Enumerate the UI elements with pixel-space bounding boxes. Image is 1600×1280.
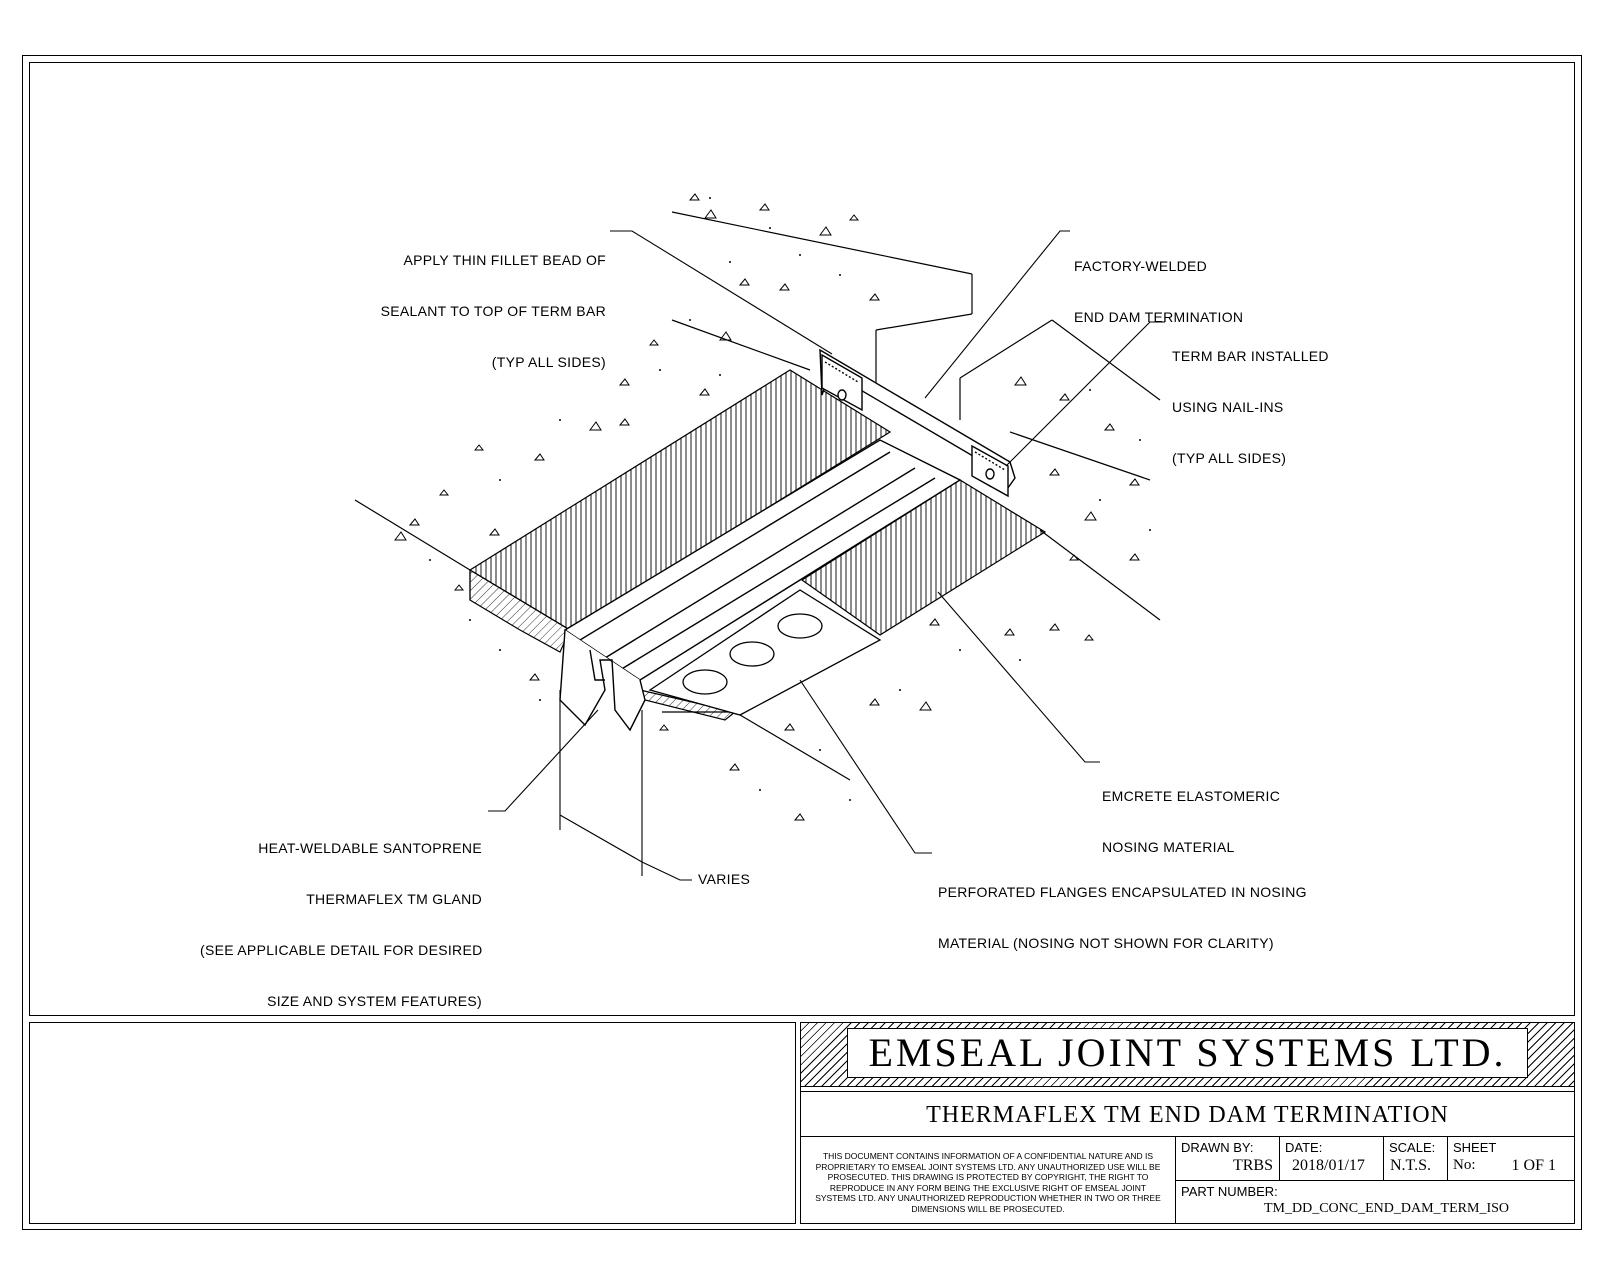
varies-callout: VARIES — [698, 871, 751, 887]
varies-dimension — [559, 690, 692, 881]
part-number-label: PART NUMBER: — [1181, 1184, 1278, 1199]
term-bar-callout: TERM BAR INSTALLED USING NAIL-INS (TYP A… — [1172, 314, 1329, 484]
end-dam — [819, 348, 1016, 498]
callout-line: SIZE AND SYSTEM FEATURES) — [267, 993, 482, 1009]
perforated-flange — [648, 589, 882, 716]
callout-line: (TYP ALL SIDES) — [491, 354, 606, 370]
drawing-title: THERMAFLEX TM END DAM TERMINATION — [801, 1091, 1574, 1137]
drawn-by-cell: DRAWN BY: TRBS — [1176, 1137, 1280, 1181]
company-name: EMSEAL JOINT SYSTEMS LTD. — [847, 1028, 1528, 1078]
drawn-by-label: DRAWN BY: — [1181, 1140, 1254, 1155]
company-band: EMSEAL JOINT SYSTEMS LTD. — [801, 1023, 1574, 1087]
callout-line: (TYP ALL SIDES) — [1172, 450, 1287, 466]
drawing-area-border — [29, 62, 1575, 1016]
scale-label: SCALE: — [1389, 1140, 1436, 1155]
title-block: EMSEAL JOINT SYSTEMS LTD. THERMAFLEX TM … — [800, 1022, 1575, 1224]
date-value: 2018/01/17 — [1292, 1157, 1365, 1174]
sheet-label: SHEET — [1453, 1140, 1497, 1155]
sheet-no-label: No: — [1453, 1157, 1476, 1173]
callout-line: APPLY THIN FILLET BEAD OF — [403, 252, 606, 268]
callout-line: (SEE APPLICABLE DETAIL FOR DESIRED — [200, 942, 483, 958]
end-dam-callout: FACTORY-WELDED END DAM TERMINATION — [1074, 224, 1243, 343]
date-cell: DATE: 2018/01/17 — [1280, 1137, 1384, 1181]
thermaflex-gland — [559, 439, 962, 732]
scale-cell: SCALE: N.T.S. — [1384, 1137, 1448, 1181]
callout-line: HEAT-WELDABLE SANTOPRENE — [258, 840, 482, 856]
confidentiality-notice: THIS DOCUMENT CONTAINS INFORMATION OF A … — [801, 1137, 1176, 1223]
sealant-callout: APPLY THIN FILLET BEAD OF SEALANT TO TOP… — [380, 218, 606, 388]
callout-line: NOSING MATERIAL — [1102, 839, 1235, 855]
callout-line: SEALANT TO TOP OF TERM BAR — [380, 303, 606, 319]
nosing-callout: EMCRETE ELASTOMERIC NOSING MATERIAL — [1102, 754, 1280, 873]
leader-lines — [488, 230, 1165, 854]
part-number-value: TM_DD_CONC_END_DAM_TERM_ISO — [1264, 1201, 1510, 1216]
sheet-cell: SHEET No: 1 OF 1 — [1448, 1137, 1574, 1181]
gland-callout: HEAT-WELDABLE SANTOPRENE THERMAFLEX TM G… — [200, 806, 482, 1027]
part-number-cell: PART NUMBER: TM_DD_CONC_END_DAM_TERM_ISO — [1176, 1181, 1574, 1223]
date-label: DATE: — [1285, 1140, 1323, 1155]
drawing-outer-border — [22, 55, 1582, 1230]
concrete-aggregate — [394, 193, 1140, 821]
callout-line: USING NAIL-INS — [1172, 399, 1284, 415]
drawn-by-value: TRBS — [1232, 1157, 1273, 1174]
callout-line: MATERIAL (NOSING NOT SHOWN FOR CLARITY) — [938, 935, 1274, 951]
left-section-hatch — [469, 568, 571, 653]
flanges-callout: PERFORATED FLANGES ENCAPSULATED IN NOSIN… — [938, 850, 1307, 969]
callout-line: PERFORATED FLANGES ENCAPSULATED IN NOSIN… — [938, 884, 1307, 900]
sheet-no-value: 1 OF 1 — [1511, 1157, 1556, 1174]
callout-line: TERM BAR INSTALLED — [1172, 348, 1329, 364]
notes-box — [29, 1022, 796, 1224]
callout-line: EMCRETE ELASTOMERIC — [1102, 788, 1281, 804]
callout-line: THERMAFLEX TM GLAND — [306, 891, 482, 907]
callout-line: FACTORY-WELDED — [1074, 258, 1208, 274]
concrete-dots — [429, 197, 1151, 801]
scale-value: N.T.S. — [1390, 1157, 1432, 1174]
callout-line: END DAM TERMINATION — [1074, 309, 1244, 325]
